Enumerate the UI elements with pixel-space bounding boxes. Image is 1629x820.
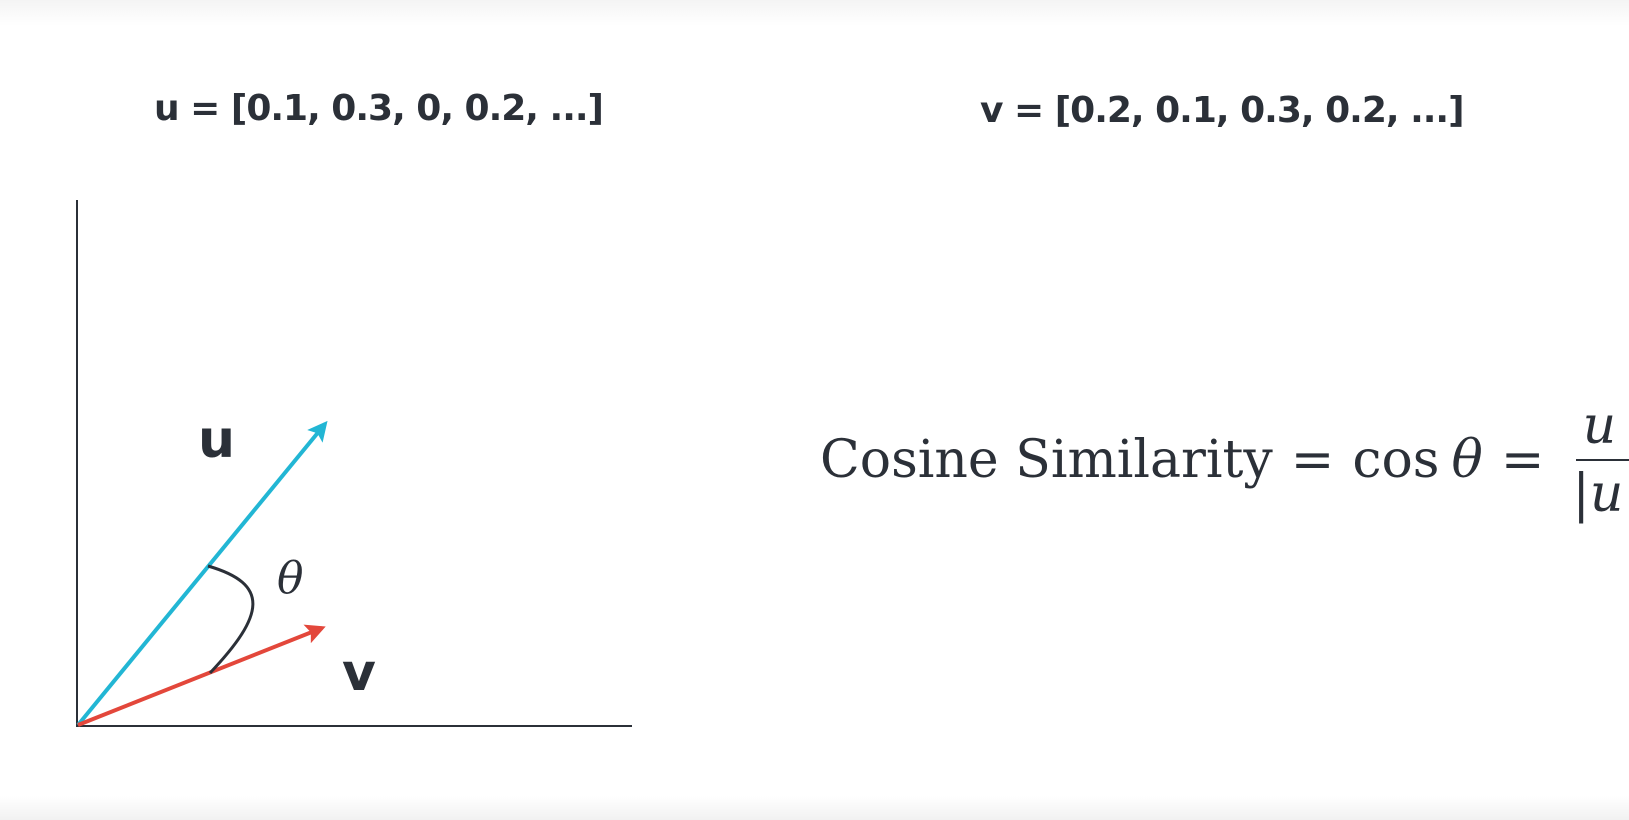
formula-denominator: |u||v| <box>1572 464 1629 524</box>
vector-v-label: v <box>342 643 376 703</box>
vector-v-definition: v = [0.2, 0.1, 0.3, 0.2, ...] <box>980 90 1465 131</box>
formula-fraction: u · v |u||v| <box>1566 393 1629 527</box>
cosine-similarity-formula: Cosine Similarity = cos θ = u · v |u||v| <box>820 390 1629 530</box>
fraction-bar <box>1575 459 1629 461</box>
vector-u-definition: u = [0.1, 0.3, 0, 0.2, ...] <box>154 88 604 129</box>
vector-v-arrow <box>77 624 326 727</box>
formula-equals-2: = <box>1500 430 1545 490</box>
angle-theta-label: θ <box>277 553 304 604</box>
vector-u-label: u <box>198 410 235 470</box>
formula-cos: cos <box>1352 430 1440 490</box>
formula-lhs: Cosine Similarity <box>820 430 1273 490</box>
vector-u-arrow <box>76 420 328 727</box>
bottom-shading <box>0 796 1629 820</box>
formula-equals-1: = <box>1290 430 1335 490</box>
top-shading <box>0 0 1629 26</box>
formula-numerator: u · v <box>1582 396 1629 456</box>
angle-arc <box>207 564 255 675</box>
formula-theta: θ <box>1451 430 1483 490</box>
